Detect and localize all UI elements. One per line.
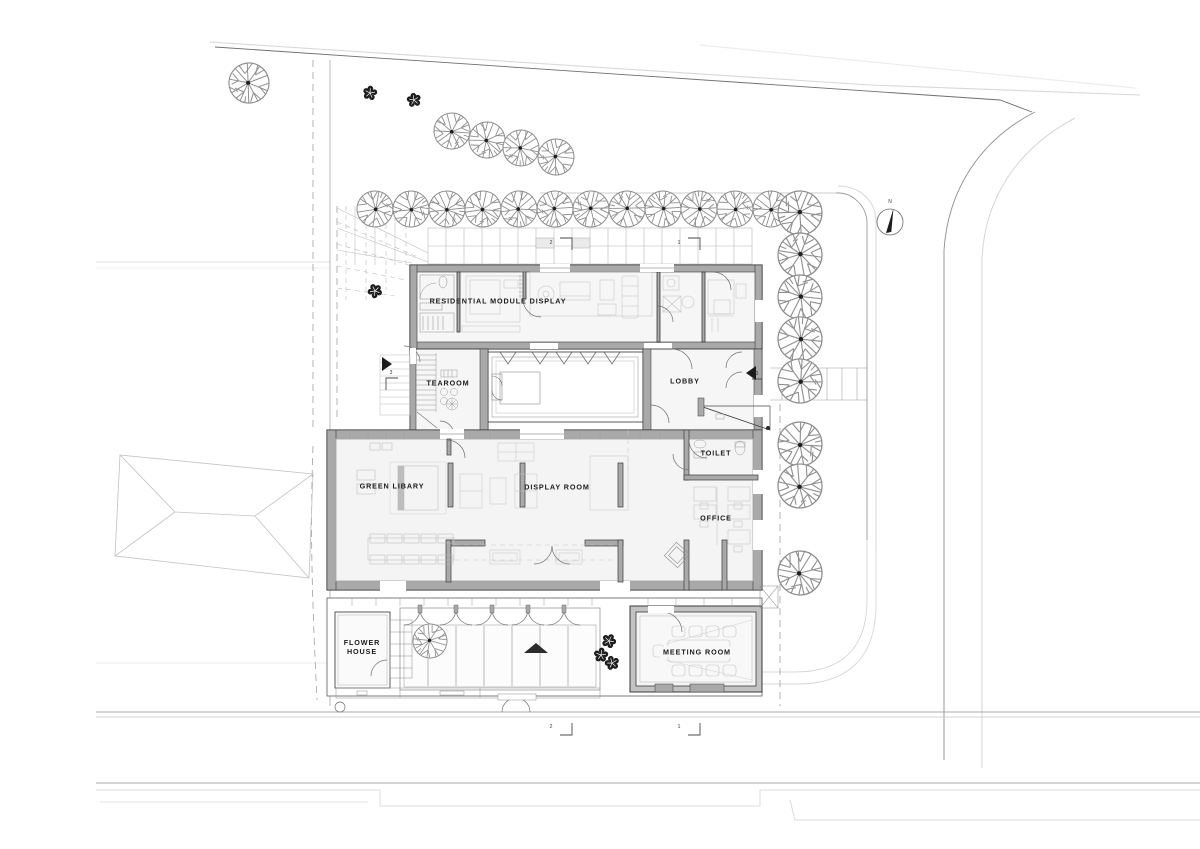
north-wing-building [409,264,763,350]
tree-canopy [462,115,511,164]
tree-canopy [777,463,824,510]
tree-canopy [425,187,470,232]
tree-canopy [778,233,823,278]
room-label-flower-house: FLOWER HOUSE [343,638,381,656]
section-label-2-bottom: 2 [549,724,553,730]
elevation-label-3-right: 3 [755,371,759,377]
room-label-lobby: LOBBY [670,376,700,386]
tree-canopy [225,59,272,106]
tree-canopy [432,111,472,151]
tree-canopy [494,184,544,234]
tree-canopy [773,312,828,367]
tree-canopy [772,353,828,409]
tree-canopy [357,191,393,227]
central-courtyard [486,351,644,423]
lobby-wing [642,348,771,434]
room-label-tearoom: TEAROOM [426,378,470,388]
shrub-symbol [360,83,380,103]
mid-wing-building [326,429,763,591]
section-label-1-top: 1 [677,240,681,246]
compass-north-label: N [888,199,892,205]
room-label-green-libary: GREEN LIBARY [359,481,425,491]
neighbor-building-outline [114,454,314,579]
elevation-arrow-left [382,357,392,371]
tree-canopy [535,189,574,228]
paving-grid-north [427,227,753,265]
section-label-1-bottom: 1 [677,724,681,730]
room-label-meeting-room: MEETING ROOM [660,646,734,658]
section-marker-2-bottom [560,723,573,736]
room-label-toilet: TOILET [700,448,732,458]
section-markers [385,237,763,736]
section-marker-1-bottom [688,723,701,736]
shrub-symbol [365,280,386,301]
section-marker-2-top [560,237,573,250]
elevation-marker-3-left [385,377,398,390]
room-label-residential-module-display: RESIDENTIAL MODULE DISPLAY [429,296,567,306]
tree-canopy [714,188,756,230]
shrub-symbol [405,91,423,108]
section-label-2-top: 2 [549,240,553,246]
tearoom-wing [379,345,489,436]
tree-canopy [498,125,545,172]
tree-canopy [460,186,507,233]
roads-and-site-lines [96,41,1200,821]
tree-canopy [534,135,578,179]
room-label-office: OFFICE [700,513,732,523]
room-label-display-room: DISPLAY ROOM [524,482,590,492]
elevation-arrow-right [746,366,756,380]
tree-canopy [675,185,723,233]
section-marker-1-top [688,237,701,250]
elevation-label-3-left: 3 [389,370,393,376]
tree-canopy [639,185,687,233]
compass-rose [876,208,904,236]
tree-canopy [606,188,648,230]
elevation-arrows [382,357,756,380]
